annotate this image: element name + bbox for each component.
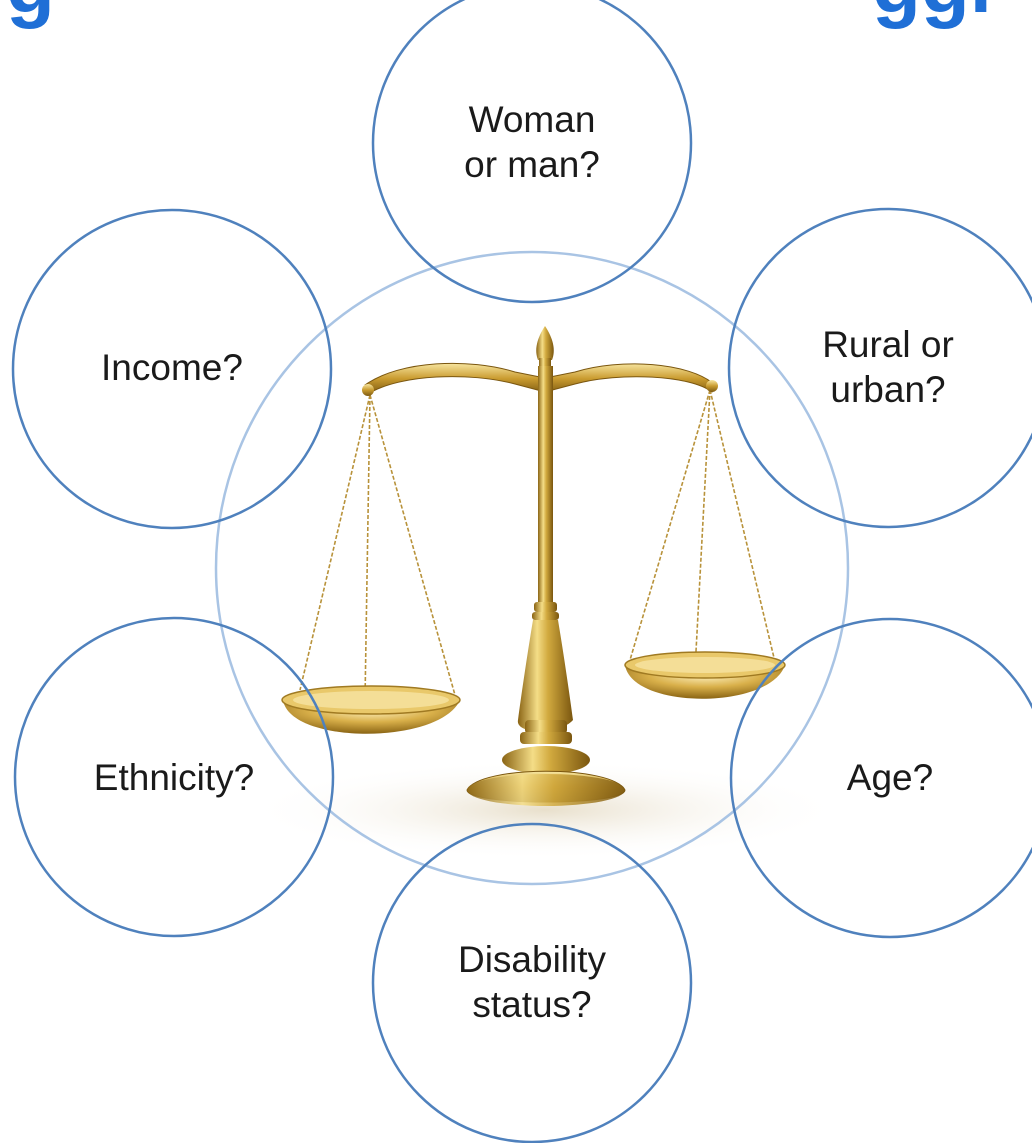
- title-fragment-right: ggr: [872, 0, 1001, 28]
- balance-scale-icon: [245, 326, 845, 860]
- ethnicity-label: Ethnicity?: [74, 755, 274, 800]
- title-fragment-left: g: [6, 0, 55, 28]
- gender-label: Woman or man?: [432, 97, 632, 187]
- ethnicity-circle: [13, 616, 335, 938]
- disability-circle: [371, 822, 693, 1143]
- age-label-line1: Age?: [846, 757, 934, 798]
- gender-circle: [371, 0, 693, 304]
- age-label: Age?: [790, 755, 990, 800]
- disability-label: Disability status?: [432, 937, 632, 1027]
- income-label-line1: Income?: [101, 347, 243, 388]
- income-label: Income?: [72, 345, 272, 390]
- disability-label-line2: status?: [472, 984, 592, 1025]
- ethnicity-label-line1: Ethnicity?: [93, 757, 255, 798]
- center-circle: [214, 250, 850, 886]
- location-circle: [727, 207, 1032, 529]
- income-circle: [11, 208, 333, 530]
- location-label: Rural or urban?: [788, 322, 988, 412]
- location-label-line2: urban?: [830, 369, 946, 410]
- location-label-line1: Rural or: [822, 324, 954, 365]
- disability-label-line1: Disability: [457, 939, 607, 980]
- gender-label-line2: or man?: [464, 144, 600, 185]
- age-circle: [729, 617, 1032, 939]
- gender-label-line1: Woman: [468, 99, 596, 140]
